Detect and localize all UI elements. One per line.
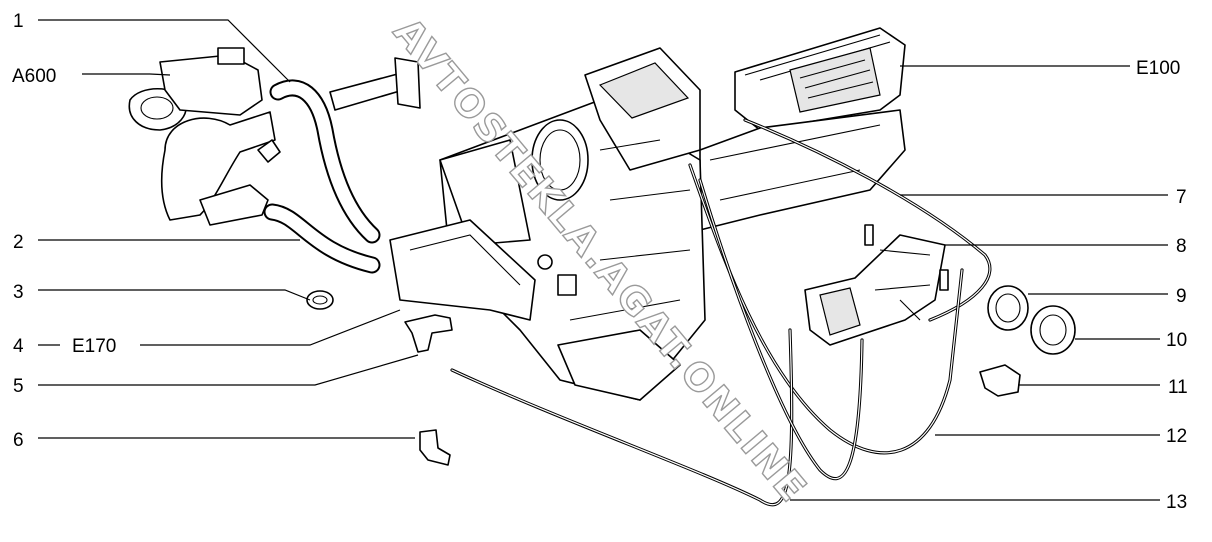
callout-4: 4 <box>13 336 24 357</box>
hose-clamp-3 <box>306 290 334 310</box>
callout-12: 12 <box>1166 426 1187 447</box>
callout-1: 1 <box>13 11 24 32</box>
callout-3: 3 <box>13 282 24 303</box>
leader-lines <box>38 19 1168 501</box>
heater-housing <box>389 47 706 401</box>
callout-a600: A600 <box>12 66 56 87</box>
cable-7 <box>743 118 992 322</box>
hose-2 <box>263 203 381 274</box>
blower-housing <box>699 27 906 231</box>
knob-11 <box>979 364 1021 397</box>
callout-2: 2 <box>13 232 24 253</box>
callout-7: 7 <box>1176 187 1187 208</box>
hose-1 <box>269 79 381 244</box>
clip-6 <box>419 429 451 466</box>
callout-10: 10 <box>1166 330 1187 351</box>
callout-6: 6 <box>13 430 24 451</box>
callout-8: 8 <box>1176 236 1187 257</box>
valve-5 <box>404 314 453 353</box>
control-unit-8 <box>804 224 949 346</box>
coolant-pipe-assembly <box>128 47 421 226</box>
callout-e100: E100 <box>1136 58 1180 79</box>
callout-e170: E170 <box>72 336 116 357</box>
cable-13 <box>450 178 864 507</box>
knob-10 <box>1030 305 1076 355</box>
callout-5: 5 <box>13 376 24 397</box>
callout-13: 13 <box>1166 492 1187 513</box>
knob-9 <box>987 285 1029 331</box>
callout-9: 9 <box>1176 286 1187 307</box>
callout-11: 11 <box>1168 377 1188 398</box>
